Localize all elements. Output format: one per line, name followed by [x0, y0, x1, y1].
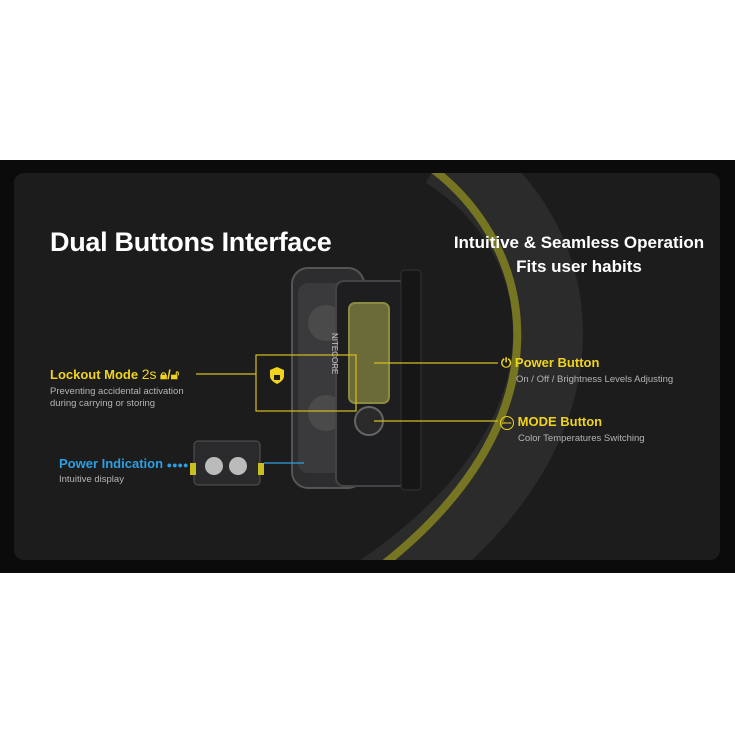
- lock-icon: 🔒︎: [160, 367, 168, 382]
- subtitle: Intuitive & Seamless Operation Fits user…: [434, 231, 720, 279]
- power-indication-callout: Power Indication ●●●● Intuitive display: [59, 456, 188, 486]
- power-icon: ⏻: [501, 355, 512, 370]
- subtitle-line2: Fits user habits: [516, 257, 642, 276]
- unlock-icon: 🔓︎: [170, 367, 180, 382]
- power-button-label: Power Button: [514, 355, 600, 370]
- lockout-callout: Lockout Mode 2s 🔒︎/🔓︎ Preventing acciden…: [50, 366, 184, 409]
- headlamp-illustration: NITECORE: [190, 173, 583, 560]
- lockout-label: Lockout Mode: [50, 367, 139, 382]
- power-indication-desc: Intuitive display: [59, 474, 124, 485]
- mode-button-callout: MODE MODE Button Color Temperatures Swit…: [500, 414, 645, 445]
- mode-button-label: MODE Button: [517, 414, 603, 429]
- content-panel: NITECORE Dual Buttons Interface Intuitiv…: [14, 173, 720, 560]
- dots-icon: ●●●●: [166, 460, 189, 470]
- power-indication-label: Power Indication: [59, 456, 164, 471]
- lockout-desc-1: Preventing accidental activation: [50, 386, 184, 397]
- power-button-desc: On / Off / Brightness Levels Adjusting: [516, 374, 674, 385]
- page-title: Dual Buttons Interface: [50, 227, 332, 257]
- mode-button-desc: Color Temperatures Switching: [518, 432, 645, 444]
- subtitle-line1: Intuitive & Seamless Operation: [453, 233, 705, 252]
- mode-icon: MODE: [500, 415, 514, 430]
- lockout-desc-2: during carrying or storing: [50, 398, 156, 409]
- hold-duration: 2s: [141, 366, 157, 382]
- product-banner: NITECORE Dual Buttons Interface Intuitiv…: [0, 160, 735, 573]
- svg-text:NITECORE: NITECORE: [330, 333, 339, 374]
- power-button-callout: ⏻ Power Button On / Off / Brightness Lev…: [501, 355, 673, 386]
